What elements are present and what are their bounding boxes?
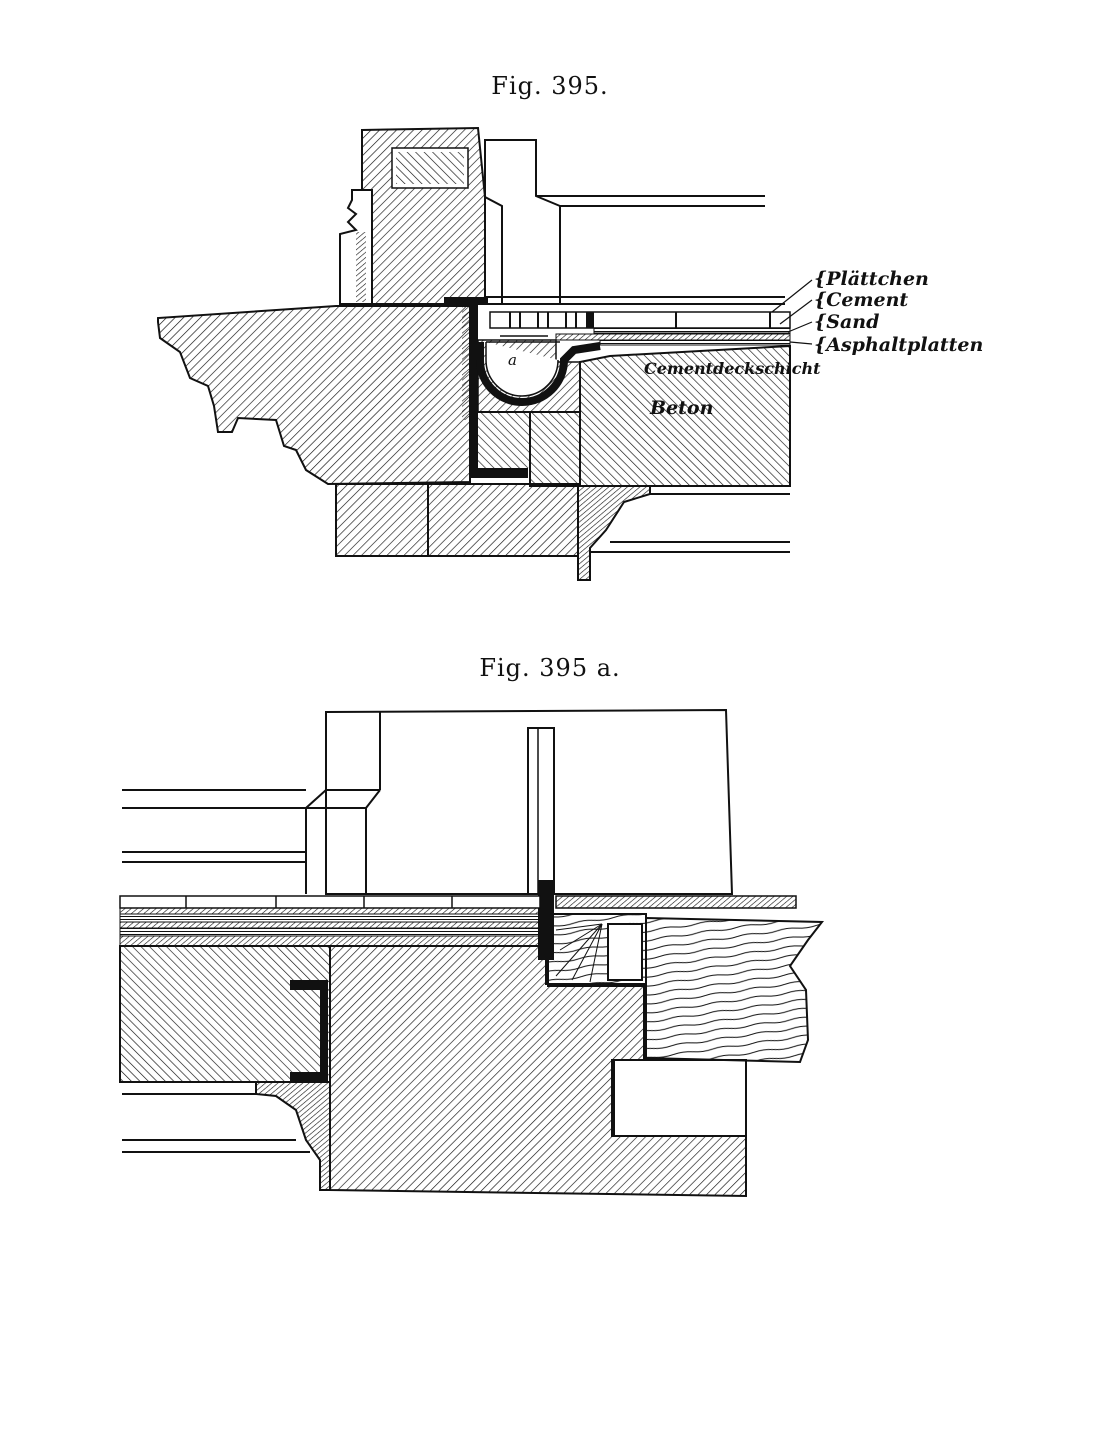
central-wall-395a xyxy=(329,945,747,1198)
svg-text:{Plättchen: {Plättchen xyxy=(814,268,929,290)
svg-text:{Asphaltplatten: {Asphaltplatten xyxy=(814,334,983,356)
layer-labels: {Plättchen {Cement {Sand {Asphaltplatten… xyxy=(644,268,983,419)
label-sand: Sand xyxy=(826,311,879,333)
baluster xyxy=(339,189,373,305)
concrete-beton xyxy=(478,344,791,487)
label-asphaltplatten: Asphaltplatten xyxy=(824,334,983,356)
cornice xyxy=(157,305,471,486)
upper-wall xyxy=(361,126,765,305)
svg-text:{Cement: {Cement xyxy=(814,289,908,311)
figure-395-title: Fig. 395. xyxy=(491,72,609,100)
label-plattchen: Plättchen xyxy=(825,268,929,290)
concrete-slab-395a xyxy=(119,945,331,1083)
label-beton: Beton xyxy=(649,397,713,419)
label-cementdeckschicht: Cementdeckschicht xyxy=(644,359,821,378)
svg-text:{Sand: {Sand xyxy=(814,311,879,333)
upper-wall-395a xyxy=(122,708,734,960)
label-cement: Cement xyxy=(826,289,908,311)
figure-395a-drawing xyxy=(119,708,825,1198)
lower-cornice-395a xyxy=(122,1081,331,1191)
steel-angle xyxy=(444,297,528,478)
floor-layers xyxy=(485,296,791,346)
figure-395-drawing: a {Plättchen {Cement xyxy=(157,126,983,581)
floor-layers-395a xyxy=(119,895,797,947)
label-a: a xyxy=(508,351,517,369)
lower-wall xyxy=(335,483,790,581)
wooden-beam xyxy=(547,913,825,1064)
figure-395a-title: Fig. 395 a. xyxy=(479,654,621,682)
gutter: a xyxy=(476,335,601,413)
